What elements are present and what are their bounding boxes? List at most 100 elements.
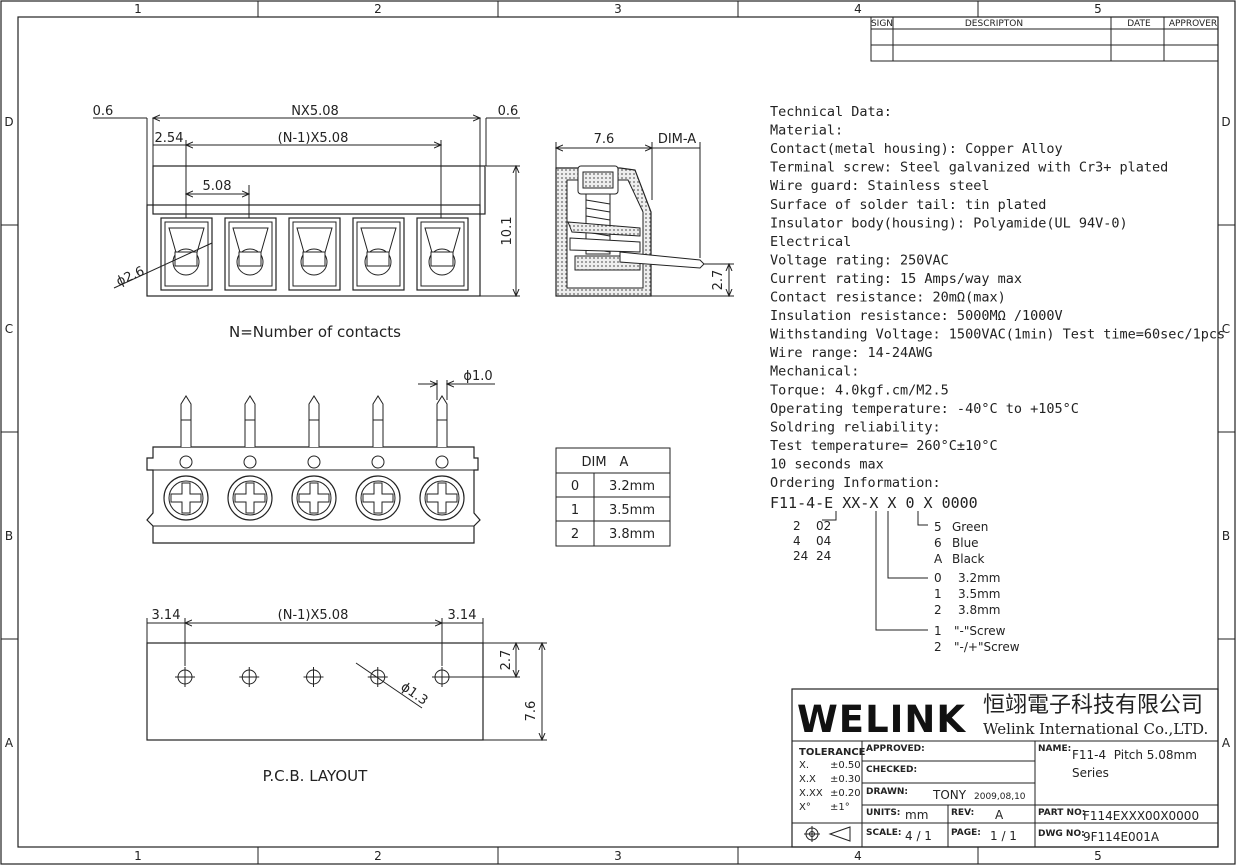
tech-data-line: Material: bbox=[770, 123, 843, 139]
col-label: 3 bbox=[614, 2, 622, 16]
pcb-layout: 3.14 (N-1)X5.08 3.14 2.7 7.6 ϕ1.3 P.C.B.… bbox=[146, 608, 547, 785]
screw-option-code: 2 bbox=[934, 640, 942, 654]
col-label: 1 bbox=[134, 849, 142, 863]
side-view: 7.6 DIM-A 2.7 bbox=[556, 132, 734, 296]
dim-table-cell: 1 bbox=[571, 503, 579, 518]
screw-option-code: 1 bbox=[934, 624, 942, 638]
drawn-by: TONY bbox=[932, 788, 967, 802]
dim-pcb-left: 3.14 bbox=[152, 608, 181, 623]
company-name-cn: 恒翊電子科技有限公司 bbox=[983, 693, 1203, 718]
dim-pitch: 5.08 bbox=[203, 179, 232, 194]
drawn-label: DRAWN: bbox=[866, 787, 908, 797]
tolerance-precision: X° bbox=[799, 802, 811, 813]
pin-with-screw bbox=[419, 395, 465, 521]
bottom-view: ϕ1.0 bbox=[146, 369, 495, 544]
col-label: 5 bbox=[1094, 2, 1102, 16]
tech-data-line: Insulation resistance: 5000MΩ /1000V bbox=[770, 308, 1063, 324]
row-label: A bbox=[5, 736, 14, 750]
pcb-hole bbox=[239, 667, 260, 687]
pin-with-screw bbox=[355, 395, 401, 521]
dim-option-value: 3.5mm bbox=[958, 587, 1000, 601]
tech-data-line: Voltage rating: 250VAC bbox=[770, 252, 949, 268]
title-block: WELINK 恒翊電子科技有限公司 Welink International C… bbox=[791, 688, 1219, 848]
dim-height: 10.1 bbox=[500, 217, 515, 246]
tech-data-line: Terminal screw: Steel galvanized with Cr… bbox=[770, 160, 1168, 176]
dim-option-value: 3.2mm bbox=[958, 571, 1000, 585]
rev-sign-header: SIGN bbox=[871, 19, 893, 29]
dim-pcb-vert-total: 7.6 bbox=[524, 701, 539, 722]
tech-data-line: Technical Data: bbox=[770, 104, 892, 120]
contact-cell bbox=[288, 217, 341, 291]
color-option-code: 5 bbox=[934, 520, 942, 534]
tolerance-precision: X.X bbox=[799, 774, 816, 785]
tech-data-line: Current rating: 15 Amps/way max bbox=[770, 271, 1022, 287]
row-label: D bbox=[4, 115, 13, 129]
pcb-hole bbox=[175, 667, 195, 687]
tech-data-line: Electrical bbox=[770, 234, 851, 250]
pin-option-code: 24 bbox=[793, 549, 808, 563]
front-view: 0.6 NX5.08 0.6 2.54 (N-1)X5.08 5.08 10.1… bbox=[93, 104, 520, 341]
page-value: 1 / 1 bbox=[990, 829, 1017, 843]
screw-option-value: "-/+"Screw bbox=[954, 640, 1020, 654]
col-label: 3 bbox=[614, 849, 622, 863]
rev-value: A bbox=[995, 808, 1004, 822]
pin-option-value: 24 bbox=[816, 549, 831, 563]
order-code: F11-4-E XX-X X 0 X 0000 bbox=[770, 494, 978, 512]
col-label: 1 bbox=[134, 2, 142, 16]
rev-label: REV: bbox=[951, 808, 974, 818]
tech-data-line: Insulator body(housing): Polyamide(UL 94… bbox=[770, 215, 1128, 231]
dim-side-pin: 2.7 bbox=[711, 270, 726, 291]
page-label: PAGE: bbox=[951, 828, 981, 838]
checked-label: CHECKED: bbox=[866, 765, 917, 775]
dim-option-code: 1 bbox=[934, 587, 942, 601]
tolerance-precision: X.XX bbox=[799, 788, 823, 799]
dim-pin-dia: ϕ1.0 bbox=[463, 369, 492, 384]
dim-left-margin: 0.6 bbox=[93, 104, 114, 119]
tech-data-line: Test temperature= 260°C±10°C bbox=[770, 438, 998, 454]
pcb-hole bbox=[367, 667, 388, 687]
contact-cell bbox=[352, 217, 405, 291]
pin-option-code: 4 bbox=[793, 534, 801, 548]
tech-data-line: Contact(metal housing): Copper Alloy bbox=[770, 141, 1063, 157]
welink-logo: WELINK bbox=[797, 698, 966, 741]
dim-side-width: 7.6 bbox=[594, 132, 615, 147]
tolerance-value: ±1° bbox=[830, 802, 850, 813]
units-value: mm bbox=[905, 808, 928, 822]
dim-side-a: DIM-A bbox=[658, 132, 696, 147]
projection-symbol-icon bbox=[804, 826, 851, 842]
dim-span: (N-1)X5.08 bbox=[278, 131, 349, 146]
color-option-code: 6 bbox=[934, 536, 942, 550]
tech-data-line: Wire range: 14-24AWG bbox=[770, 345, 933, 361]
dim-table-cell: 2 bbox=[571, 527, 579, 542]
dim-right-margin: 0.6 bbox=[498, 104, 519, 119]
dim-pcb-hole: ϕ1.3 bbox=[398, 680, 431, 709]
dim-table: DIM A 0 3.2mm 1 3.5mm 2 3.8mm bbox=[555, 447, 671, 547]
company-name-en: Welink International Co.,LTD. bbox=[983, 720, 1208, 738]
tech-data-line: Soldring reliability: bbox=[770, 419, 941, 435]
part-no-label: PART NO: bbox=[1038, 808, 1085, 818]
dim-pcb-vert-small: 2.7 bbox=[499, 650, 514, 671]
tolerance-precision: X. bbox=[799, 760, 809, 771]
tech-data-line: Wire guard: Stainless steel bbox=[770, 178, 989, 194]
tech-data-line: Ordering Information: bbox=[770, 475, 941, 491]
dim-table-cell: 3.2mm bbox=[609, 479, 655, 494]
contact-cell bbox=[160, 217, 213, 291]
dim-option-value: 3.8mm bbox=[958, 603, 1000, 617]
name-line-2: Series bbox=[1072, 766, 1109, 780]
row-label: B bbox=[1222, 529, 1230, 543]
color-option-value: Black bbox=[952, 552, 985, 566]
pin-option-value: 02 bbox=[816, 519, 831, 533]
front-view-caption: N=Number of contacts bbox=[229, 323, 401, 341]
contact-cell bbox=[416, 217, 469, 291]
dim-pcb-right: 3.14 bbox=[448, 608, 477, 623]
units-label: UNITS: bbox=[866, 808, 900, 818]
row-label: B bbox=[5, 529, 13, 543]
dwg-no-value: 9F114E001A bbox=[1083, 830, 1160, 844]
pcb-hole bbox=[432, 667, 452, 687]
dwg-no-label: DWG NO: bbox=[1038, 829, 1085, 839]
scale-value: 4 / 1 bbox=[905, 829, 932, 843]
pin-with-screw bbox=[163, 395, 209, 521]
col-label: 2 bbox=[374, 849, 382, 863]
